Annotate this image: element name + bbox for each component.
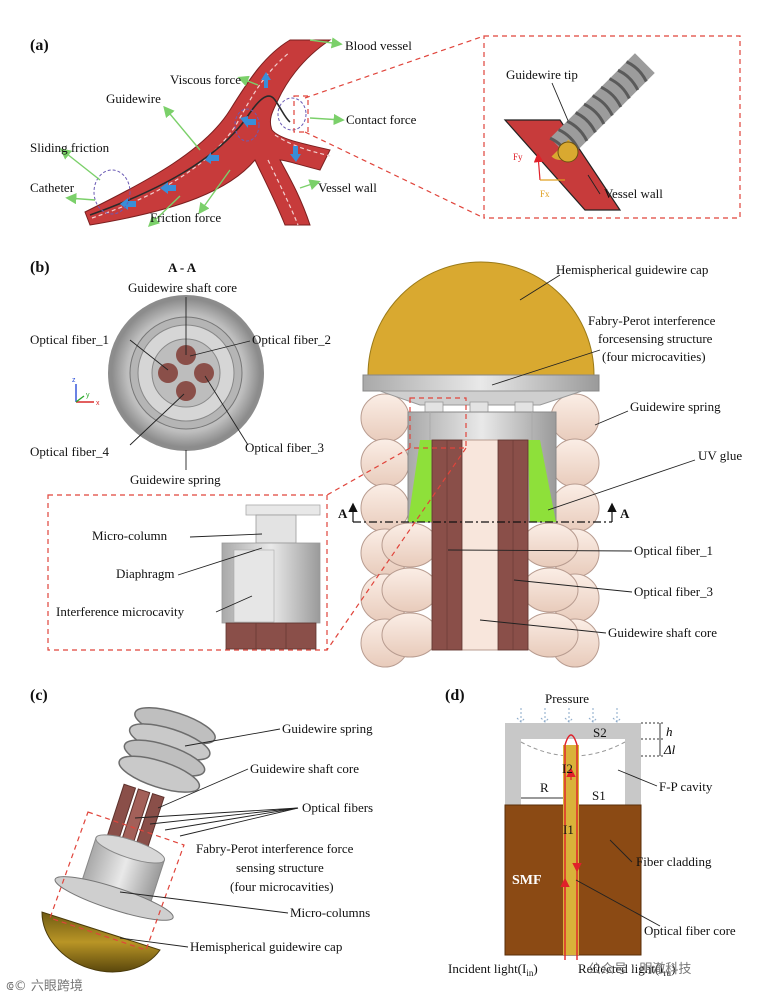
panel-d-tag: (d) (445, 687, 465, 704)
panel-b-inset: Micro-column Diaphragm Interference micr… (47, 494, 328, 651)
label-s1: S1 (592, 788, 606, 803)
fiber-core (563, 745, 579, 955)
label-i2: I2 (562, 761, 573, 776)
label-vessel-wall: Vessel wall (318, 180, 377, 195)
watermark-right: 公众号 · 明澈科技 (588, 961, 691, 977)
label-section-aa: A - A (168, 260, 197, 275)
label-micro-column: Micro-column (92, 528, 168, 543)
label-uv-glue: UV glue (698, 448, 742, 463)
label-guidewire: Guidewire (106, 91, 161, 106)
panel-b-tag: (b) (30, 259, 50, 276)
panel-a-inset: Guidewire tip Fy Fx Vessel wall (483, 35, 741, 219)
label-cap: Hemispherical guidewire cap (556, 262, 708, 277)
label-shaft-core-right: Guidewire shaft core (608, 625, 717, 640)
label-fx: Fx (540, 189, 550, 199)
pressure-arrows (516, 708, 622, 723)
blood-vessel-drawing (84, 39, 332, 226)
label-vessel-wall-inset: Vessel wall (604, 186, 663, 201)
panel-c-cap (41, 911, 161, 973)
axis-y: y (86, 392, 90, 399)
panel-a-tag: (a) (30, 37, 49, 54)
cross-section (108, 295, 264, 451)
label-fiber-3-right: Optical fiber_3 (634, 584, 713, 599)
fiber-3-dot (194, 363, 214, 383)
panel-c-tag: (c) (30, 687, 48, 704)
panel-c: (c) Guidewire spring Guidewire shaft cor… (30, 687, 373, 973)
label-spring-right: Guidewire spring (630, 399, 721, 414)
label-a-right: A (620, 506, 630, 521)
label-fiber-1: Optical fiber_1 (30, 332, 109, 347)
watermark-left: ⟃© 六眼跨境 (6, 979, 83, 994)
label-core: Optical fiber core (644, 923, 736, 938)
label-sliding-friction: Sliding friction (30, 140, 110, 155)
label-c-cap: Hemispherical guidewire cap (190, 939, 342, 954)
guidewire-line (89, 95, 291, 216)
axis-x: x (96, 400, 100, 407)
label-catheter: Catheter (30, 180, 75, 195)
label-c-fp-line1: Fabry-Perot interference force (196, 841, 354, 856)
label-c-fibers: Optical fibers (302, 800, 373, 815)
label-fiber-4: Optical fiber_4 (30, 444, 110, 459)
panel-c-sensing (54, 834, 174, 921)
label-c-fp-line3: (four microcavities) (230, 879, 334, 894)
axis-z: z (72, 377, 76, 384)
hemispherical-cap (367, 261, 595, 376)
panel-c-spring (118, 707, 216, 793)
label-friction-force: Friction force (150, 210, 221, 225)
label-reflected: Reflected light(Iru) (578, 961, 675, 978)
label-viscous-force: Viscous force (170, 72, 241, 87)
label-incident: Incident light(Iin) (448, 961, 538, 978)
label-smf: SMF (512, 873, 542, 888)
label-fp-line2: forcesensing structure (598, 331, 713, 346)
label-contact-force: Contact force (346, 112, 417, 127)
label-pressure: Pressure (545, 691, 589, 706)
viscous-circle (234, 108, 260, 142)
catheter-circle (93, 169, 131, 215)
label-r: R (540, 780, 549, 795)
label-guidewire-tip: Guidewire tip (506, 67, 578, 82)
label-fy: Fy (513, 152, 523, 162)
label-spring-bottom: Guidewire spring (130, 472, 221, 487)
label-fp-line1: Fabry-Perot interference (588, 313, 716, 328)
label-c-fp-line2: sensing structure (236, 860, 324, 875)
label-c-micro-columns: Micro-columns (290, 905, 370, 920)
axis-triad: z y x (72, 377, 100, 407)
label-fiber-1-right: Optical fiber_1 (634, 543, 713, 558)
label-delta-l: Δl (663, 742, 676, 757)
panel-d: (d) Pressure h Δl R S2 S1 I (445, 687, 736, 978)
label-s2: S2 (593, 725, 607, 740)
label-cladding: Fiber cladding (636, 854, 712, 869)
fiber-1-dot (158, 363, 178, 383)
label-fiber-3: Optical fiber_3 (245, 440, 324, 455)
label-cavity: Interference microcavity (56, 604, 185, 619)
label-shaft-core-top: Guidewire shaft core (128, 280, 237, 295)
label-fp-cavity: F-P cavity (659, 779, 713, 794)
inset-spring (549, 53, 655, 163)
guidewire-assembly: A A (338, 261, 630, 668)
contact-circle (277, 97, 307, 131)
fiber-4-dot (176, 381, 196, 401)
label-a-left: A (338, 506, 348, 521)
label-diaphragm: Diaphragm (116, 566, 174, 581)
label-i1: I1 (563, 822, 574, 837)
panel-a: (a) (30, 35, 741, 227)
label-c-spring: Guidewire spring (282, 721, 373, 736)
label-blood-vessel: Blood vessel (345, 38, 412, 53)
label-fiber-2: Optical fiber_2 (252, 332, 331, 347)
label-fp-line3: (four microcavities) (602, 349, 706, 364)
label-h: h (666, 724, 673, 739)
flow-arrows (120, 72, 301, 210)
label-c-shaft: Guidewire shaft core (250, 761, 359, 776)
panel-b: (b) A - A Guidewire shaft core Optical f… (30, 259, 742, 668)
